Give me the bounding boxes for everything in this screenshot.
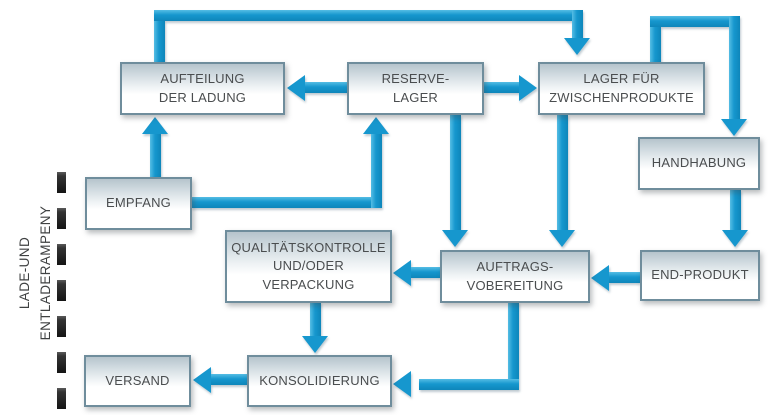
node-label: VERPACKUNG [262,276,355,292]
node-auftragsvorbereitung: AUFTRAGS- VOBEREITUNG [440,250,590,303]
node-label: AUFTRAGS- [476,259,554,275]
node-label: ZWISCHENPRODUKTE [549,89,694,105]
node-versand: VERSAND [84,355,191,407]
node-lager-fuer-zwischenprodukte: LAGER FÜR ZWISCHENPRODUKTE [538,62,705,115]
node-empfang: EMPFANG [85,177,192,230]
node-handhabung: HANDHABUNG [638,137,760,190]
node-label: QUALITÄTSKONTROLLE [231,240,386,256]
node-label: RESERVE- [381,71,450,87]
node-konsolidierung: KONSOLIDIERUNG [247,355,392,407]
node-end-produkt: END-PRODUKT [640,250,760,301]
node-label: EMPFANG [106,195,171,211]
node-qualitaetskontrolle-verpackung: QUALITÄTSKONTROLLE UND/ODER VERPACKUNG [225,230,392,303]
loading-dock-label: LADE-UND ENTLADERAMPENY [15,206,57,341]
loading-dock-label-line2: ENTLADERAMPENY [38,205,53,341]
node-label: END-PRODUKT [651,267,749,283]
node-label: UND/ODER [273,258,344,274]
node-label: LAGER FÜR [583,71,660,87]
node-label: KONSOLIDIERUNG [259,372,380,388]
node-label: HANDHABUNG [651,155,747,171]
node-label: VERSAND [105,372,170,388]
node-reserve-lager: RESERVE- LAGER [347,62,484,115]
loading-dock-label-line1: LADE-UND [17,236,33,310]
node-label: DER LADUNG [158,89,247,105]
node-aufteilung-der-ladung: AUFTEILUNG DER LADUNG [120,62,285,115]
loading-dock-dashed-line [57,172,66,414]
node-label: VOBEREITUNG [466,277,564,293]
node-label: LAGER [392,89,439,105]
node-label: AUFTEILUNG [160,71,245,87]
